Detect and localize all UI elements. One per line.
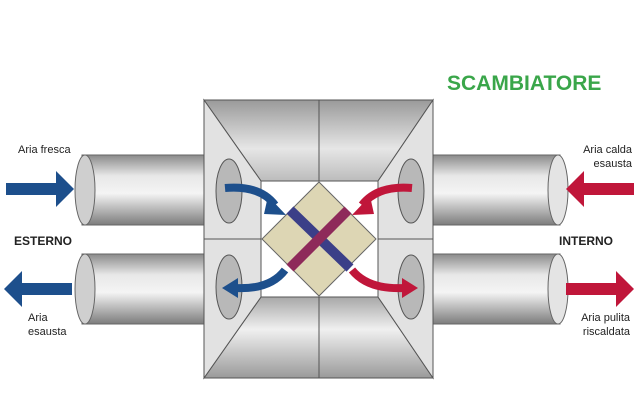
warm-exhaust-label: Aria calda esausta — [583, 144, 632, 170]
warm-flow-path — [286, 206, 352, 272]
outside-label: ESTERNO — [14, 234, 73, 248]
cold-out-arrow — [234, 267, 289, 293]
inside-label: INTERNO — [559, 234, 613, 248]
warm-exhaust-arrow — [566, 171, 634, 207]
warm-out-arrow — [348, 267, 406, 293]
external-arrows — [4, 171, 634, 307]
exhaust-air-arrow — [4, 271, 72, 307]
pipes — [74, 154, 569, 325]
exhaust-air-label: Aria esausta — [28, 312, 67, 338]
diagram-title: SCAMBIATORE — [447, 72, 602, 95]
fresh-air-arrow — [6, 171, 74, 207]
clean-heated-air-arrow — [566, 271, 634, 307]
fresh-air-label: Aria fresca — [18, 144, 71, 156]
clean-heated-air-label: Aria pulita riscaldata — [581, 312, 630, 338]
